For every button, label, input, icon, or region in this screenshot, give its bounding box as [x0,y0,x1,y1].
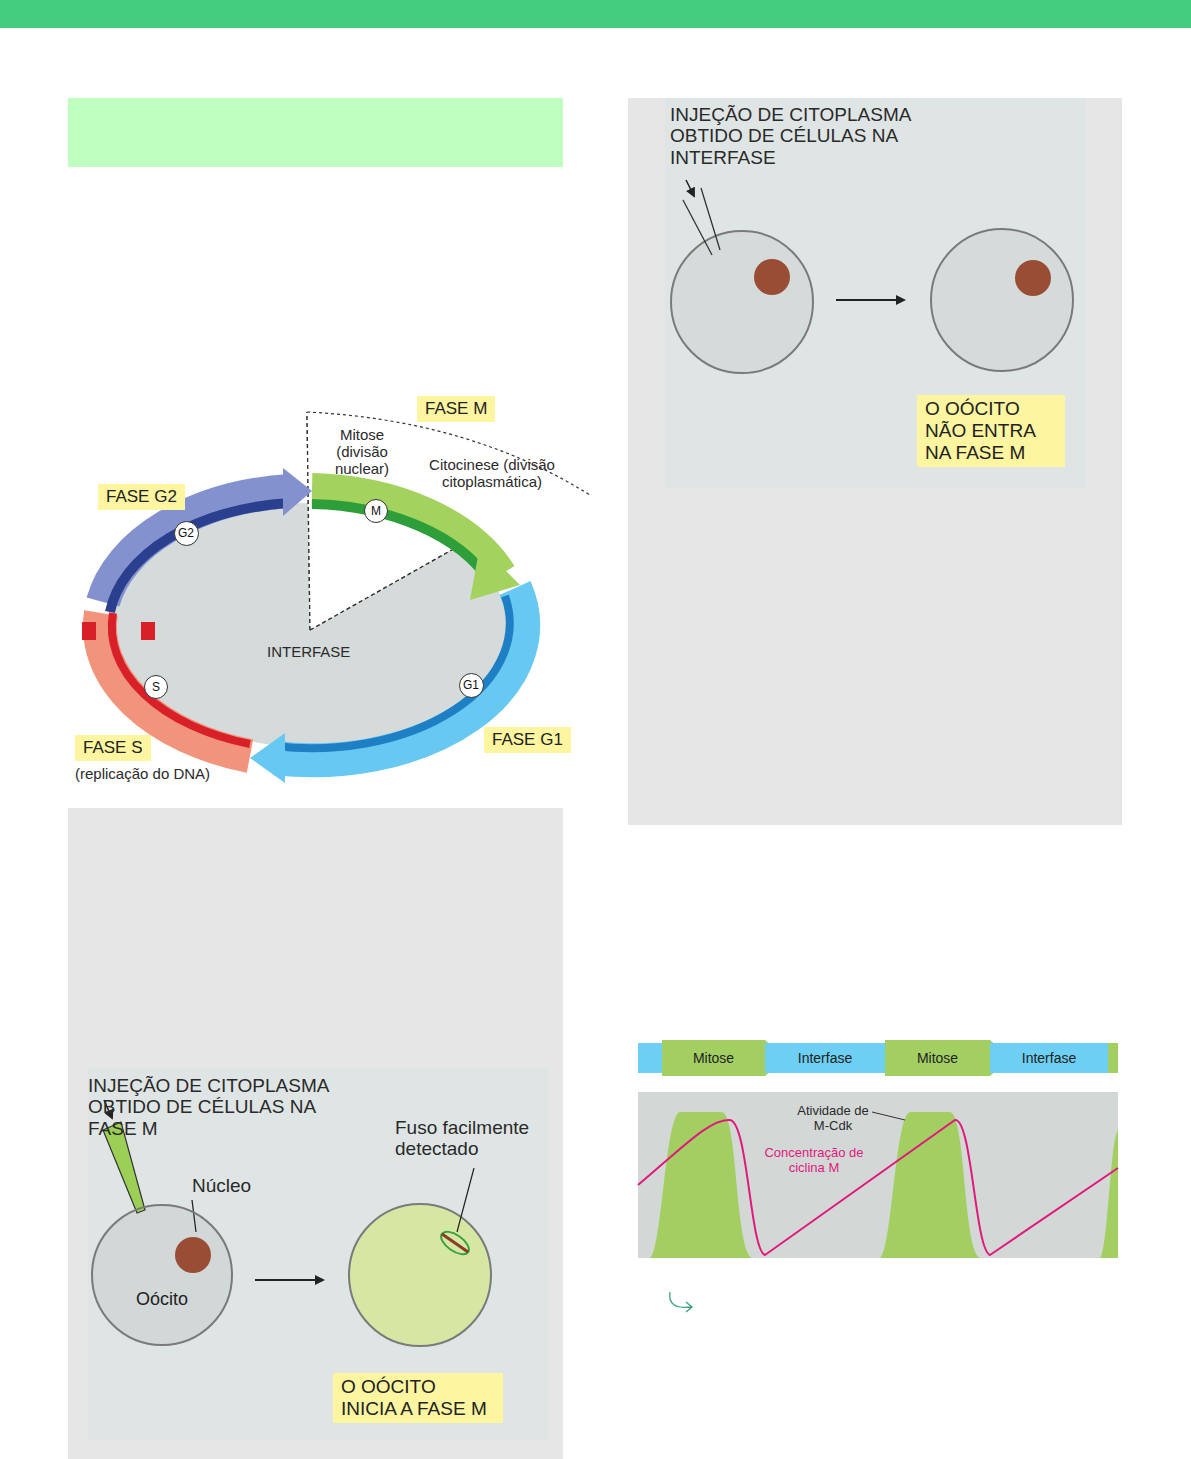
part-label: Núcleo [192,1175,251,1196]
node-text: Interfase [1022,1050,1076,1066]
part-label: Fuso facilmente detectado [395,1117,560,1160]
curve-label: Atividade de M-Cdk [793,1104,873,1133]
node-text: FASE G2 [106,487,177,506]
curve-label: Concentração de ciclina M [762,1146,866,1175]
heading-box [68,98,563,167]
panel-heading: INJEÇÃO DE CITOPLASMA OBTIDO DE CÉLULAS … [670,104,930,168]
phase-label: FASE G2 [98,484,185,510]
inner-panel [665,98,1085,488]
oocyte-circle: Oócito [91,1204,233,1346]
panel-heading: INJEÇÃO DE CITOPLASMA OBTIDO DE CÉLULAS … [88,1075,348,1139]
node-text: FASE G1 [492,730,563,749]
phase-circle: M [364,499,388,523]
phase-circle: G1 [459,673,484,698]
node-text: Mitose [917,1050,958,1066]
top-bar [0,0,1191,28]
band-segment: Interfase [990,1043,1108,1073]
phase-circle: G2 [174,521,199,546]
node-text: O OÓCITO INICIA A FASE M [341,1376,487,1419]
cell-cycle-wheel [82,412,590,783]
panel [628,98,1122,825]
wheel-label: INTERFASE [267,644,350,661]
phase-note: (replicação do DNA) [75,766,210,783]
m-cdk-graph [638,1092,1118,1258]
phase-label: FASE M [417,396,495,422]
oocyte-interphase-experiment [671,180,1073,373]
phase-label: FASE S [75,735,151,761]
node-text: M [371,504,381,518]
node-text: Oócito [136,1289,188,1310]
panel [68,808,563,1459]
arrow-glyph [670,1292,692,1312]
band-segment: Mitose [662,1043,765,1073]
phase-note: Citocinese (divisão citoplasmática) [428,457,556,491]
node-text: Interfase [798,1050,852,1066]
node-text: FASE M [425,399,487,418]
result-box: O OÓCITO INICIA A FASE M [333,1373,503,1423]
band-segment: Mitose [885,1043,990,1073]
band-segment: Interfase [765,1043,885,1073]
cycle-band [638,1040,1118,1076]
node-text: G2 [178,526,194,540]
phase-note: Mitose (divisão nuclear) [322,427,402,477]
node-text: G1 [463,678,479,692]
phase-label: FASE G1 [484,727,571,753]
node-text: Mitose [693,1050,734,1066]
result-box: O OÓCITO NÃO ENTRA NA FASE M [917,395,1065,467]
phase-circle: S [144,675,168,699]
node-text: O OÓCITO NÃO ENTRA NA FASE M [925,398,1035,463]
node-text: S [152,680,160,694]
node-text: FASE S [83,738,143,757]
